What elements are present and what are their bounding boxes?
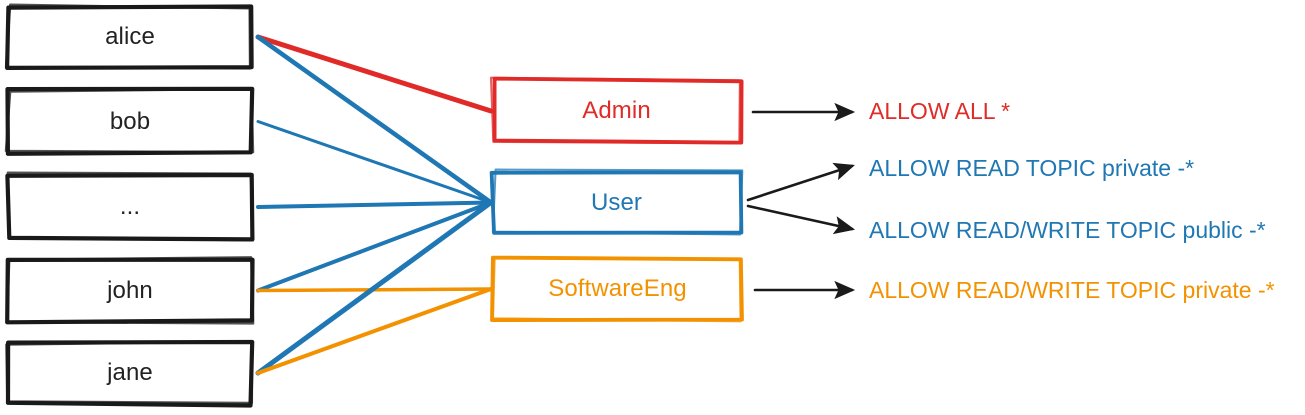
role-box-user[interactable]: User — [489, 168, 744, 236]
user-label-jane: jane — [107, 359, 153, 386]
link-alice-to-user — [257, 37, 492, 205]
link-other-to-user — [256, 200, 493, 209]
link-alice-to-admin — [255, 34, 494, 114]
link-john-to-softwareeng — [257, 288, 492, 292]
user-label-alice: alice — [105, 23, 155, 50]
link-john-to-softwareeng — [256, 287, 493, 293]
link-jane-to-softwareeng — [257, 288, 492, 375]
perm-readwrite-public[interactable]: ALLOW READ/WRITE TOPIC public -* — [869, 217, 1266, 243]
user-label-john: john — [107, 276, 153, 304]
link-john-to-user — [256, 200, 493, 293]
user-role-connectors — [255, 34, 494, 376]
link-alice-to-admin — [256, 35, 493, 112]
link-jane-to-softwareeng — [256, 287, 493, 375]
link-alice-to-user — [255, 34, 494, 205]
user-box-jane[interactable]: jane — [5, 339, 255, 408]
perm-readwrite-private[interactable]: ALLOW READ/WRITE TOPIC private -* — [869, 277, 1275, 303]
perm-read-private[interactable]: ALLOW READ TOPIC private -* — [869, 155, 1195, 181]
link-jane-to-user — [256, 201, 493, 374]
role-label-softwareeng: SoftwareEng — [548, 275, 687, 302]
role-label-admin: Admin — [582, 97, 651, 124]
link-bob-to-user — [257, 121, 492, 204]
link-bob-to-user — [256, 120, 493, 204]
arrow-user-to-perm-readwrite-public — [746, 204, 856, 235]
role-label-user: User — [590, 188, 643, 216]
user-label-other: ... — [119, 193, 141, 220]
role-permission-arrows — [746, 102, 856, 300]
role-box-admin[interactable]: Admin — [489, 76, 744, 145]
user-box-bob[interactable]: bob — [4, 86, 255, 156]
user-box-john[interactable]: john — [5, 256, 255, 325]
user-box-other[interactable]: ... — [5, 171, 255, 242]
link-other-to-user — [257, 202, 492, 209]
link-john-to-user — [257, 202, 492, 293]
link-jane-to-user — [255, 200, 494, 376]
user-box-alice[interactable]: alice — [4, 3, 254, 70]
perm-allow-all[interactable]: ALLOW ALL * — [869, 98, 1011, 124]
role-box-softwareeng[interactable]: SoftwareEng — [490, 255, 744, 323]
user-label-bob: bob — [109, 107, 151, 135]
arrow-user-to-perm-read-private — [746, 162, 855, 202]
